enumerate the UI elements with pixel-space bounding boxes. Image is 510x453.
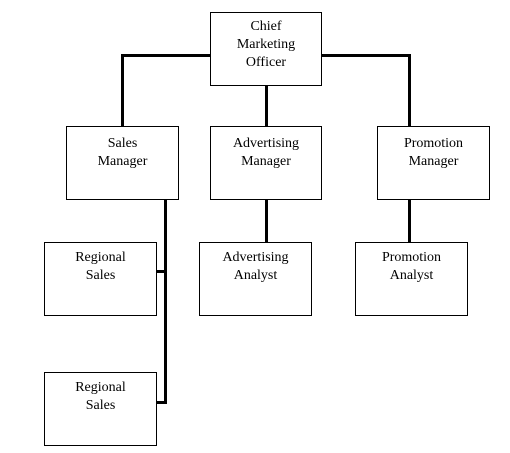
- regional-sales-1-line-1: Regional: [75, 250, 126, 265]
- box-advertising-analyst: Advertising Analyst: [199, 242, 312, 316]
- advertising-analyst-line-2: Analyst: [233, 268, 278, 283]
- box-chief-marketing-officer: Chief Marketing Officer: [210, 12, 322, 86]
- connector-cmo-right: [321, 54, 411, 57]
- connector-to-advertising-manager: [265, 85, 268, 127]
- connector-to-sales-manager: [121, 54, 124, 127]
- regional-sales-2-line-2: Sales: [85, 398, 116, 413]
- connector-sales-trunk: [164, 200, 167, 404]
- connector-to-regional-sales-2: [156, 401, 167, 404]
- cmo-line-1: Chief: [250, 19, 282, 34]
- box-regional-sales-1: Regional Sales: [44, 242, 157, 316]
- connector-to-promotion-analyst: [408, 200, 411, 243]
- advertising-analyst-line-1: Advertising: [222, 250, 289, 265]
- box-promotion-manager: Promotion Manager: [377, 126, 490, 200]
- sales-manager-line-1: Sales: [107, 136, 138, 151]
- box-promotion-analyst: Promotion Analyst: [355, 242, 468, 316]
- promotion-analyst-line-2: Analyst: [389, 268, 434, 283]
- cmo-line-3: Officer: [245, 55, 287, 70]
- regional-sales-2-line-1: Regional: [75, 380, 126, 395]
- cmo-line-2: Marketing: [236, 37, 296, 52]
- advertising-manager-line-1: Advertising: [232, 136, 300, 151]
- connector-to-promotion-manager: [408, 54, 411, 127]
- promotion-manager-line-1: Promotion: [403, 136, 464, 151]
- sales-manager-line-2: Manager: [97, 154, 148, 169]
- connector-cmo-left: [122, 54, 211, 57]
- advertising-manager-line-2: Manager: [241, 154, 291, 169]
- promotion-analyst-line-1: Promotion: [381, 250, 442, 265]
- box-sales-manager: Sales Manager: [66, 126, 179, 200]
- box-advertising-manager: Advertising Manager: [210, 126, 322, 200]
- regional-sales-1-line-2: Sales: [85, 268, 116, 283]
- connector-to-advertising-analyst: [265, 200, 268, 243]
- promotion-manager-line-2: Manager: [408, 154, 459, 169]
- connector-to-regional-sales-1: [156, 270, 167, 273]
- box-regional-sales-2: Regional Sales: [44, 372, 157, 446]
